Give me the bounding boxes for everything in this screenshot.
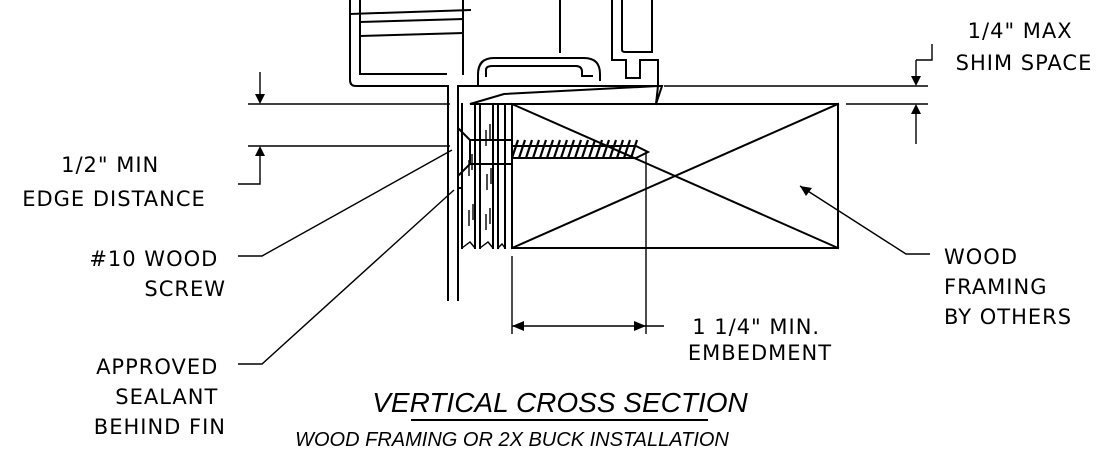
drawing-subtitle: WOOD FRAMING OR 2X BUCK INSTALLATION	[295, 429, 729, 451]
shim	[469, 84, 660, 105]
screw-thread	[580, 139, 590, 159]
screw-thread	[587, 139, 597, 159]
screw-thread	[524, 139, 534, 159]
screw-thread	[538, 139, 548, 159]
screw-thread	[594, 139, 604, 159]
wood-framing-block	[510, 102, 840, 250]
embedment-dimension	[511, 152, 664, 334]
drawing-title: VERTICAL CROSS SECTION	[372, 387, 748, 418]
screw-thread	[531, 139, 541, 159]
screw-thread	[510, 139, 520, 159]
screw-thread	[566, 139, 576, 159]
wood-framing-leader	[799, 185, 930, 255]
screw-thread	[573, 139, 583, 159]
wood-framing-label: WOOD FRAMING BY OTHERS	[944, 245, 1072, 329]
shim-space-dimension	[664, 44, 933, 144]
embedment-label: 1 1/4" MIN. EMBEDMENT	[688, 315, 832, 365]
screw-thread	[615, 139, 625, 159]
wood-screw	[457, 125, 651, 179]
screw-thread	[601, 139, 611, 159]
screw-thread	[608, 139, 618, 159]
screw-thread	[517, 139, 527, 159]
screw-thread	[629, 139, 639, 159]
window-frame-profile	[348, 0, 664, 301]
nailing-fin-and-buck	[457, 103, 506, 249]
edge-distance-dimension	[238, 72, 450, 185]
screw-thread	[559, 139, 569, 159]
screw-leader	[238, 149, 453, 257]
screw-thread	[545, 139, 555, 159]
screw-thread	[552, 139, 562, 159]
sealant-label: APPROVED SEALANT BEHIND FIN	[94, 355, 226, 439]
screw-label: #10 WOOD SCREW	[89, 247, 226, 301]
screw-thread	[622, 139, 632, 159]
shim-space-label: 1/4" MAX SHIM SPACE	[956, 19, 1093, 75]
edge-distance-label: 1/2" MIN EDGE DISTANCE	[22, 153, 206, 211]
sealant-leader	[238, 189, 455, 365]
